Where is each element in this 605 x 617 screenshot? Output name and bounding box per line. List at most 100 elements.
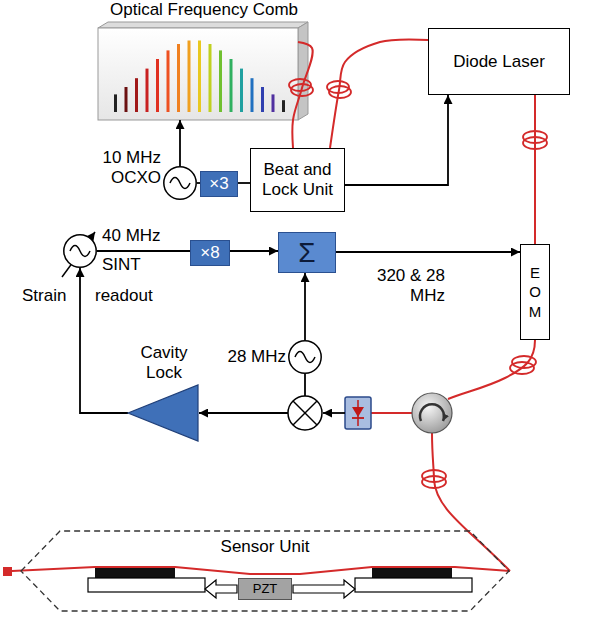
- dashed-outline: [21, 531, 509, 611]
- process-box: Diode Laser: [428, 28, 570, 95]
- housing-front: [98, 28, 298, 120]
- node-text: Beat and Lock Unit: [255, 160, 340, 199]
- node-text: Cavity Lock: [128, 343, 200, 382]
- sine-symbol: [170, 178, 190, 189]
- base-plate: [355, 578, 472, 592]
- process-box: ×8: [190, 240, 230, 266]
- signal-label: 320 & 28 MHz: [345, 266, 445, 305]
- signal-label: Strain: [22, 286, 66, 306]
- optical-fiber: [534, 95, 536, 244]
- signal-wire: [345, 95, 448, 185]
- signal-label: readout: [95, 286, 153, 306]
- sensor-region: Sensor UnitPZT: [20, 530, 510, 612]
- mixer-symbol: [288, 396, 322, 430]
- fiber-coils: [289, 79, 547, 488]
- oscillator: 10 MHz OCXO: [95, 148, 200, 204]
- oscillator: 28 MHz: [222, 338, 325, 376]
- comb-line: [261, 87, 264, 112]
- comb-line: [188, 41, 191, 113]
- photodiode: [345, 397, 371, 429]
- node-text: Diode Laser: [453, 52, 545, 72]
- comb-unit: Optical Frequency Comb: [92, 0, 316, 122]
- diode-bar: [352, 417, 364, 419]
- process-box: E O M: [520, 244, 550, 340]
- circulator: [412, 393, 452, 433]
- comb-line: [251, 78, 254, 112]
- sine-symbol: [295, 352, 315, 363]
- comb-line: [114, 94, 117, 112]
- mixer-cross: [293, 401, 317, 425]
- amplifier-triangle: [128, 385, 198, 441]
- signal-wire: [323, 412, 345, 414]
- node-text: E O M: [527, 263, 544, 322]
- signal-wire: [304, 374, 306, 396]
- comb-housing: [98, 22, 308, 120]
- optical-fiber: [330, 39, 428, 148]
- comb-line: [230, 59, 233, 112]
- oscillator-symbol: [288, 340, 322, 374]
- photodiode-body: [345, 397, 371, 429]
- comb-line: [135, 78, 138, 112]
- node-text: 10 MHz OCXO: [95, 148, 161, 187]
- node-text: 40 MHz SINT: [102, 222, 166, 280]
- node-text: Σ: [298, 239, 315, 267]
- mixer: [199, 374, 345, 430]
- node-text: 28 MHz: [222, 347, 286, 367]
- housing-side: [298, 22, 308, 120]
- optical-fiber: [292, 42, 312, 148]
- oscillator-symbol: [163, 166, 197, 200]
- optical-fiber: [371, 412, 412, 414]
- process-box: ×3: [200, 171, 238, 197]
- oscillator-circle: [289, 341, 321, 373]
- diode-symbol: [352, 407, 364, 417]
- signal-wire: [238, 182, 250, 184]
- comb-line: [167, 50, 170, 112]
- process-box: Beat and Lock Unit: [250, 148, 345, 212]
- node-text: PZT: [253, 582, 278, 597]
- oscillator-symbol: [63, 234, 97, 268]
- fiber-end: [3, 567, 12, 576]
- comb-line: [146, 69, 149, 112]
- comb-line: [282, 100, 285, 112]
- push-arrow: [293, 580, 355, 598]
- signal-wire: [336, 251, 520, 253]
- fiber-runs: [3, 340, 535, 576]
- optical-fiber: [432, 433, 510, 571]
- comb-housing-area: [98, 28, 298, 120]
- base-plate: [88, 578, 205, 592]
- comb-line: [156, 59, 159, 112]
- oscillator-circle: [164, 167, 196, 199]
- comb-line: [198, 41, 201, 113]
- comb-line: [177, 44, 180, 112]
- circulator-arrow: [420, 404, 444, 421]
- housing-top: [98, 22, 308, 28]
- process-box: Σ: [278, 232, 336, 273]
- signal-wire: [179, 120, 181, 166]
- signal-wire: [304, 273, 306, 340]
- signal-wire: [199, 412, 288, 414]
- amplifier-triangle: Cavity Lock: [128, 343, 200, 443]
- optical-fiber: [448, 340, 535, 399]
- comb-line: [209, 44, 212, 112]
- circulator-body: [412, 393, 452, 433]
- comb-spectrum: [114, 41, 285, 113]
- mixer-cross: [293, 401, 317, 425]
- comb-line: [219, 50, 222, 112]
- sine-symbol: [70, 246, 90, 257]
- comb-line: [125, 87, 128, 112]
- node-text: ×8: [200, 243, 219, 263]
- signal-wire: [230, 250, 278, 252]
- fiber-mount: [372, 568, 452, 578]
- node-text: Optical Frequency Comb: [92, 0, 316, 20]
- comb-line: [240, 69, 243, 112]
- oscillator: 40 MHz SINT: [60, 222, 170, 280]
- amplifier-symbol: [128, 385, 198, 441]
- signal-wire: [97, 250, 190, 252]
- fiber-mount: [95, 568, 175, 578]
- push-arrow: [205, 580, 237, 598]
- process-box: PZT: [238, 578, 292, 600]
- node-text: ×3: [209, 174, 228, 194]
- node-text: Sensor Unit: [20, 537, 510, 557]
- comb-line: [272, 94, 275, 112]
